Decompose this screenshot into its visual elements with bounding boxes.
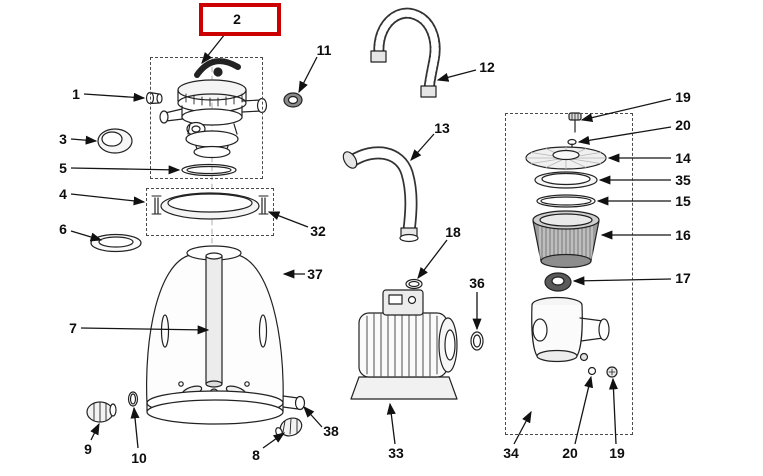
part-18-art <box>405 278 423 290</box>
hose-12-art <box>370 7 441 98</box>
part-label-33: 33 <box>388 445 404 461</box>
part-label-11: 11 <box>316 42 332 58</box>
part-8-art <box>275 417 303 437</box>
part-label-18: 18 <box>445 224 461 240</box>
part-label-7: 7 <box>69 320 77 336</box>
part-label-20-bottom: 20 <box>562 445 578 461</box>
part-label-19-bottom: 19 <box>609 445 625 461</box>
part-label-13: 13 <box>434 120 450 136</box>
part-label-8: 8 <box>252 447 260 463</box>
part-38-art <box>282 395 306 411</box>
clamp-art <box>151 192 269 220</box>
group-box-valve <box>150 57 263 179</box>
part-label-1: 1 <box>72 86 80 102</box>
part-label-37: 37 <box>307 266 323 282</box>
part-label-38: 38 <box>323 423 339 439</box>
part-label-12: 12 <box>479 59 495 75</box>
part-label-4: 4 <box>59 186 67 202</box>
valve-assembly-art <box>159 58 268 159</box>
part-label-10: 10 <box>131 450 147 466</box>
part-9-art <box>86 401 117 423</box>
part-label-36: 36 <box>469 275 485 291</box>
part-label-9: 9 <box>84 441 92 457</box>
part-label-19-top: 19 <box>675 89 691 105</box>
part-6-art <box>90 233 142 253</box>
part-label-20-top: 20 <box>675 117 691 133</box>
part-label-17: 17 <box>675 270 691 286</box>
part-label-2: 2 <box>233 11 241 27</box>
group-box-clamp <box>146 188 274 236</box>
part-10-art <box>127 391 139 407</box>
part-label-34: 34 <box>503 445 519 461</box>
part-label-14: 14 <box>675 150 691 166</box>
part-label-5: 5 <box>59 160 67 176</box>
hose-13-art <box>342 146 419 243</box>
strainer-assembly-art <box>525 112 618 378</box>
part-36-art <box>470 331 484 351</box>
part-label-16: 16 <box>675 227 691 243</box>
part-label-6: 6 <box>59 221 67 237</box>
highlight-box <box>199 3 281 36</box>
part-11-art <box>283 92 303 108</box>
part-label-3: 3 <box>59 131 67 147</box>
part-label-15: 15 <box>675 193 691 209</box>
part-5-art <box>181 163 237 177</box>
part-label-32: 32 <box>310 223 326 239</box>
part-3-art <box>97 128 133 154</box>
group-box-strainer <box>505 113 633 435</box>
pump-motor-art <box>350 289 458 400</box>
part-label-35: 35 <box>675 172 691 188</box>
tank-art <box>146 245 284 425</box>
